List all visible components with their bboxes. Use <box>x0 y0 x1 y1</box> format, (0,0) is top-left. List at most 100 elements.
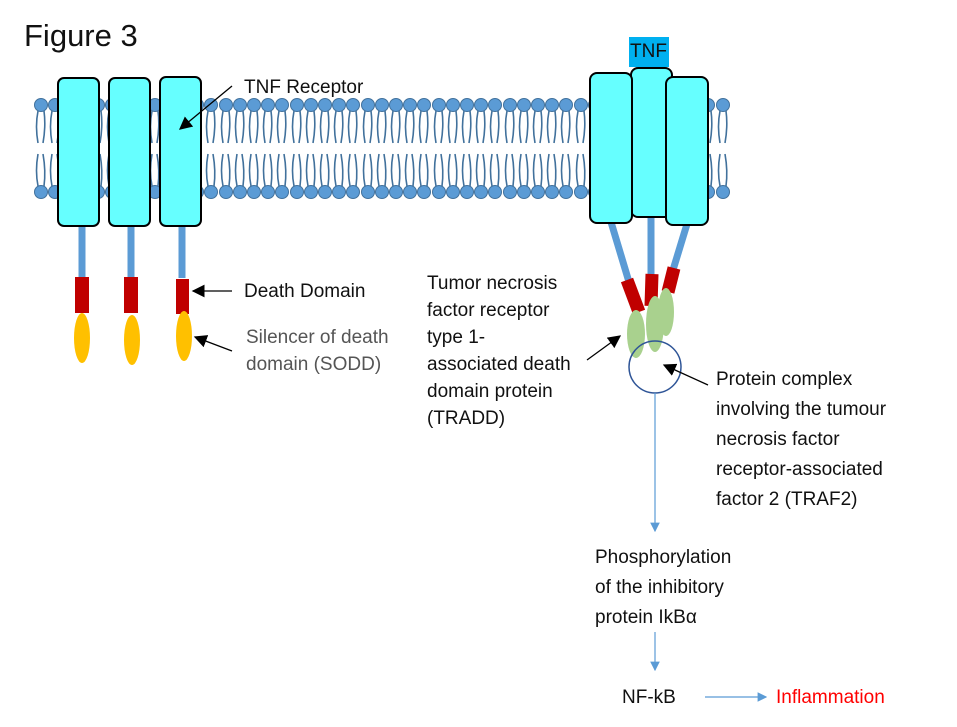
lipid-tail <box>546 153 550 187</box>
tnf-ligand <box>629 37 669 67</box>
figure-title: Figure 3 <box>24 18 138 53</box>
lipid-tail <box>205 110 209 144</box>
lipid-tail <box>504 153 508 187</box>
lipid-tail <box>248 153 252 187</box>
lipid-tail <box>575 110 579 144</box>
lipid-tail <box>49 110 53 144</box>
lipid-tail <box>312 110 316 144</box>
lipid-tail <box>248 110 252 144</box>
lipid-head <box>233 185 247 199</box>
tnf-receptor <box>589 72 633 224</box>
lipid-tail <box>298 110 302 144</box>
lipid-tail <box>489 153 493 187</box>
tnf-receptor <box>159 76 202 227</box>
lipid-tail <box>575 153 579 187</box>
death-domain <box>620 277 646 315</box>
lipid-tail <box>234 153 238 187</box>
lipid-head <box>332 98 346 112</box>
tradd <box>627 310 645 358</box>
lipid-tail <box>212 153 216 187</box>
lipid-head <box>204 98 218 112</box>
lipid-tail <box>709 153 713 187</box>
lipid-tail <box>220 153 224 187</box>
lipid-head <box>517 185 531 199</box>
lipid-head <box>290 98 304 112</box>
lipid-head <box>247 98 261 112</box>
lipid-tail <box>276 110 280 144</box>
lipid-tail <box>220 110 224 144</box>
lipid-tail <box>504 110 508 144</box>
lipid-tail <box>560 153 564 187</box>
lipid-head <box>219 185 233 199</box>
lipid-head <box>346 185 360 199</box>
lipid-tail <box>319 153 323 187</box>
lipid-head <box>403 98 417 112</box>
lipid-tail <box>411 110 415 144</box>
lipid-head <box>318 98 332 112</box>
lipid-tail <box>383 153 387 187</box>
death-domain-label: Death Domain <box>244 281 366 302</box>
lipid-head <box>204 185 218 199</box>
lipid-head <box>304 185 318 199</box>
lipid-tail <box>433 110 437 144</box>
lipid-tail <box>440 110 444 144</box>
lipid-head <box>517 98 531 112</box>
lipid-tail <box>347 153 351 187</box>
lipid-tail <box>553 110 557 144</box>
tnf-receptor <box>108 77 151 227</box>
lipid-tail <box>539 110 543 144</box>
sodd <box>74 313 90 363</box>
lipid-head <box>531 185 545 199</box>
lipid-head <box>417 98 431 112</box>
lipid-head <box>460 185 474 199</box>
lipid-tail <box>340 110 344 144</box>
lipid-tail <box>482 110 486 144</box>
lipid-tail <box>518 110 522 144</box>
lipid-tail <box>312 153 316 187</box>
lipid-head <box>503 185 517 199</box>
lipid-tail <box>276 153 280 187</box>
lipid-head <box>503 98 517 112</box>
lipid-tail <box>283 110 287 144</box>
lipid-head <box>531 98 545 112</box>
lipid-head <box>432 98 446 112</box>
lipid-tail <box>560 110 564 144</box>
lipid-head <box>432 185 446 199</box>
lipid-head <box>559 185 573 199</box>
lipid-tail <box>525 153 529 187</box>
lipid-tail <box>298 153 302 187</box>
lipid-tail <box>404 153 408 187</box>
lipid-head <box>375 98 389 112</box>
lipid-tail <box>546 110 550 144</box>
arrow <box>178 85 233 130</box>
lipid-head <box>275 98 289 112</box>
traf2-label: Protein complex involving the tumour nec… <box>716 369 887 510</box>
nfkb-label: NF-kB <box>622 687 676 708</box>
lipid-tail <box>283 153 287 187</box>
lipid-tail <box>156 153 160 187</box>
lipid-tail <box>156 110 160 144</box>
lipid-tail <box>496 153 500 187</box>
tnf-receptor <box>57 77 100 227</box>
lipid-tail <box>461 110 465 144</box>
lipid-tail <box>468 110 472 144</box>
lipid-head <box>474 98 488 112</box>
lipid-tail <box>369 153 373 187</box>
lipid-tail <box>99 153 103 187</box>
lipid-tail <box>717 110 721 144</box>
lipid-tail <box>354 110 358 144</box>
lipid-tail <box>376 110 380 144</box>
death-domain <box>124 277 138 313</box>
tradd <box>658 288 674 336</box>
lipid-head <box>460 98 474 112</box>
lipid-tail <box>305 153 309 187</box>
lipid-tail <box>567 153 571 187</box>
lipid-tail <box>255 110 259 144</box>
lipid-tail <box>447 153 451 187</box>
lipid-tail <box>454 110 458 144</box>
lipid-head <box>261 98 275 112</box>
lipid-tail <box>454 153 458 187</box>
lipid-tail <box>511 110 515 144</box>
